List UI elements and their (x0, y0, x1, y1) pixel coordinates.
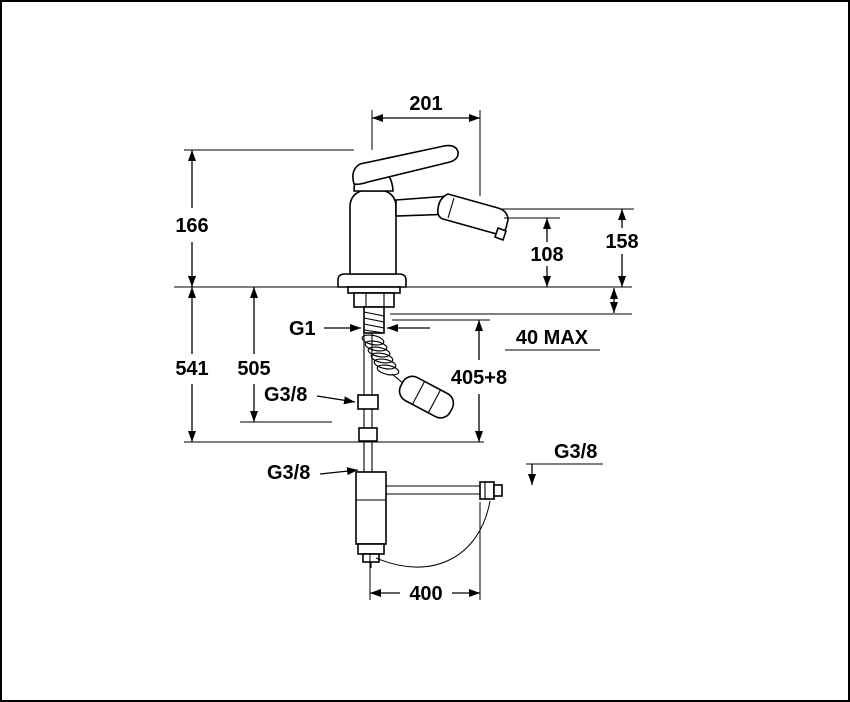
thread-g1-label: G1 (289, 318, 316, 340)
callout-g38-lower: G3/8 (267, 462, 359, 484)
dim-108: 108 (504, 217, 564, 287)
dim-166: 166 (175, 149, 354, 287)
dim-505-label: 505 (237, 358, 270, 380)
coil-turn (370, 352, 394, 364)
dim-158-label: 158 (605, 231, 638, 253)
leader-line (316, 395, 356, 405)
dim-201: 201 (371, 93, 481, 196)
bottom-nut (357, 543, 385, 555)
hose-coil (361, 334, 400, 376)
mounting-nut (353, 292, 395, 308)
spray-head (437, 193, 509, 235)
dim-505: 505 (237, 287, 332, 423)
dim-201-label: 201 (409, 93, 442, 115)
thread-hatch (363, 323, 385, 329)
spray-head-divider (447, 197, 455, 219)
spray-nozzle (493, 226, 508, 242)
dim-541: 541 (175, 287, 484, 443)
dim-405: 405+8 (392, 319, 507, 442)
callout-g38-right: G3/8 (526, 441, 603, 485)
faucet-base (337, 273, 407, 288)
pipe-fitting-upper (357, 394, 379, 410)
thread-hatch (363, 329, 385, 334)
dim-40max-label: 40 MAX (516, 327, 589, 349)
outlet-stub (493, 484, 503, 497)
coil-turn (364, 340, 388, 352)
coil-turn (367, 346, 391, 358)
thread-hatch (363, 317, 385, 323)
coil-turn (376, 364, 400, 376)
dim-108-label: 108 (530, 244, 563, 266)
coil-turn (361, 334, 385, 346)
dim-400: 400 (369, 502, 481, 605)
dim-166-label: 166 (175, 215, 208, 237)
leader-line (319, 467, 359, 476)
valve-block (355, 471, 387, 545)
thread-hatch (363, 311, 385, 317)
callout-g38-mid: G3/8 (264, 384, 356, 406)
thread-g38-right-label: G3/8 (554, 441, 597, 463)
coil-turn (373, 358, 397, 370)
lever-handle (352, 144, 459, 186)
dim-405-label: 405+8 (451, 367, 507, 389)
dim-158: 158 (502, 208, 639, 287)
weight-divider (411, 381, 426, 405)
hose-weight-body (398, 375, 455, 419)
callout-g1: G1 (289, 318, 430, 340)
dim-40max: 40 MAX (505, 288, 618, 351)
countertop-lines (174, 286, 632, 315)
dim-400-label: 400 (409, 583, 442, 605)
pipe-fitting-lower (358, 427, 378, 442)
hose-loop-curve (375, 500, 491, 568)
faucet-drawing (337, 144, 509, 568)
thread-g38-lower-label: G3/8 (267, 462, 310, 484)
hose-weight (398, 375, 455, 419)
shank-washer (347, 286, 401, 294)
thread-g38-mid-label: G3/8 (264, 384, 307, 406)
faucet-body (349, 190, 397, 275)
outlet-fitting (479, 481, 495, 500)
weight-divider (427, 389, 442, 414)
dim-541-label: 541 (175, 358, 208, 380)
